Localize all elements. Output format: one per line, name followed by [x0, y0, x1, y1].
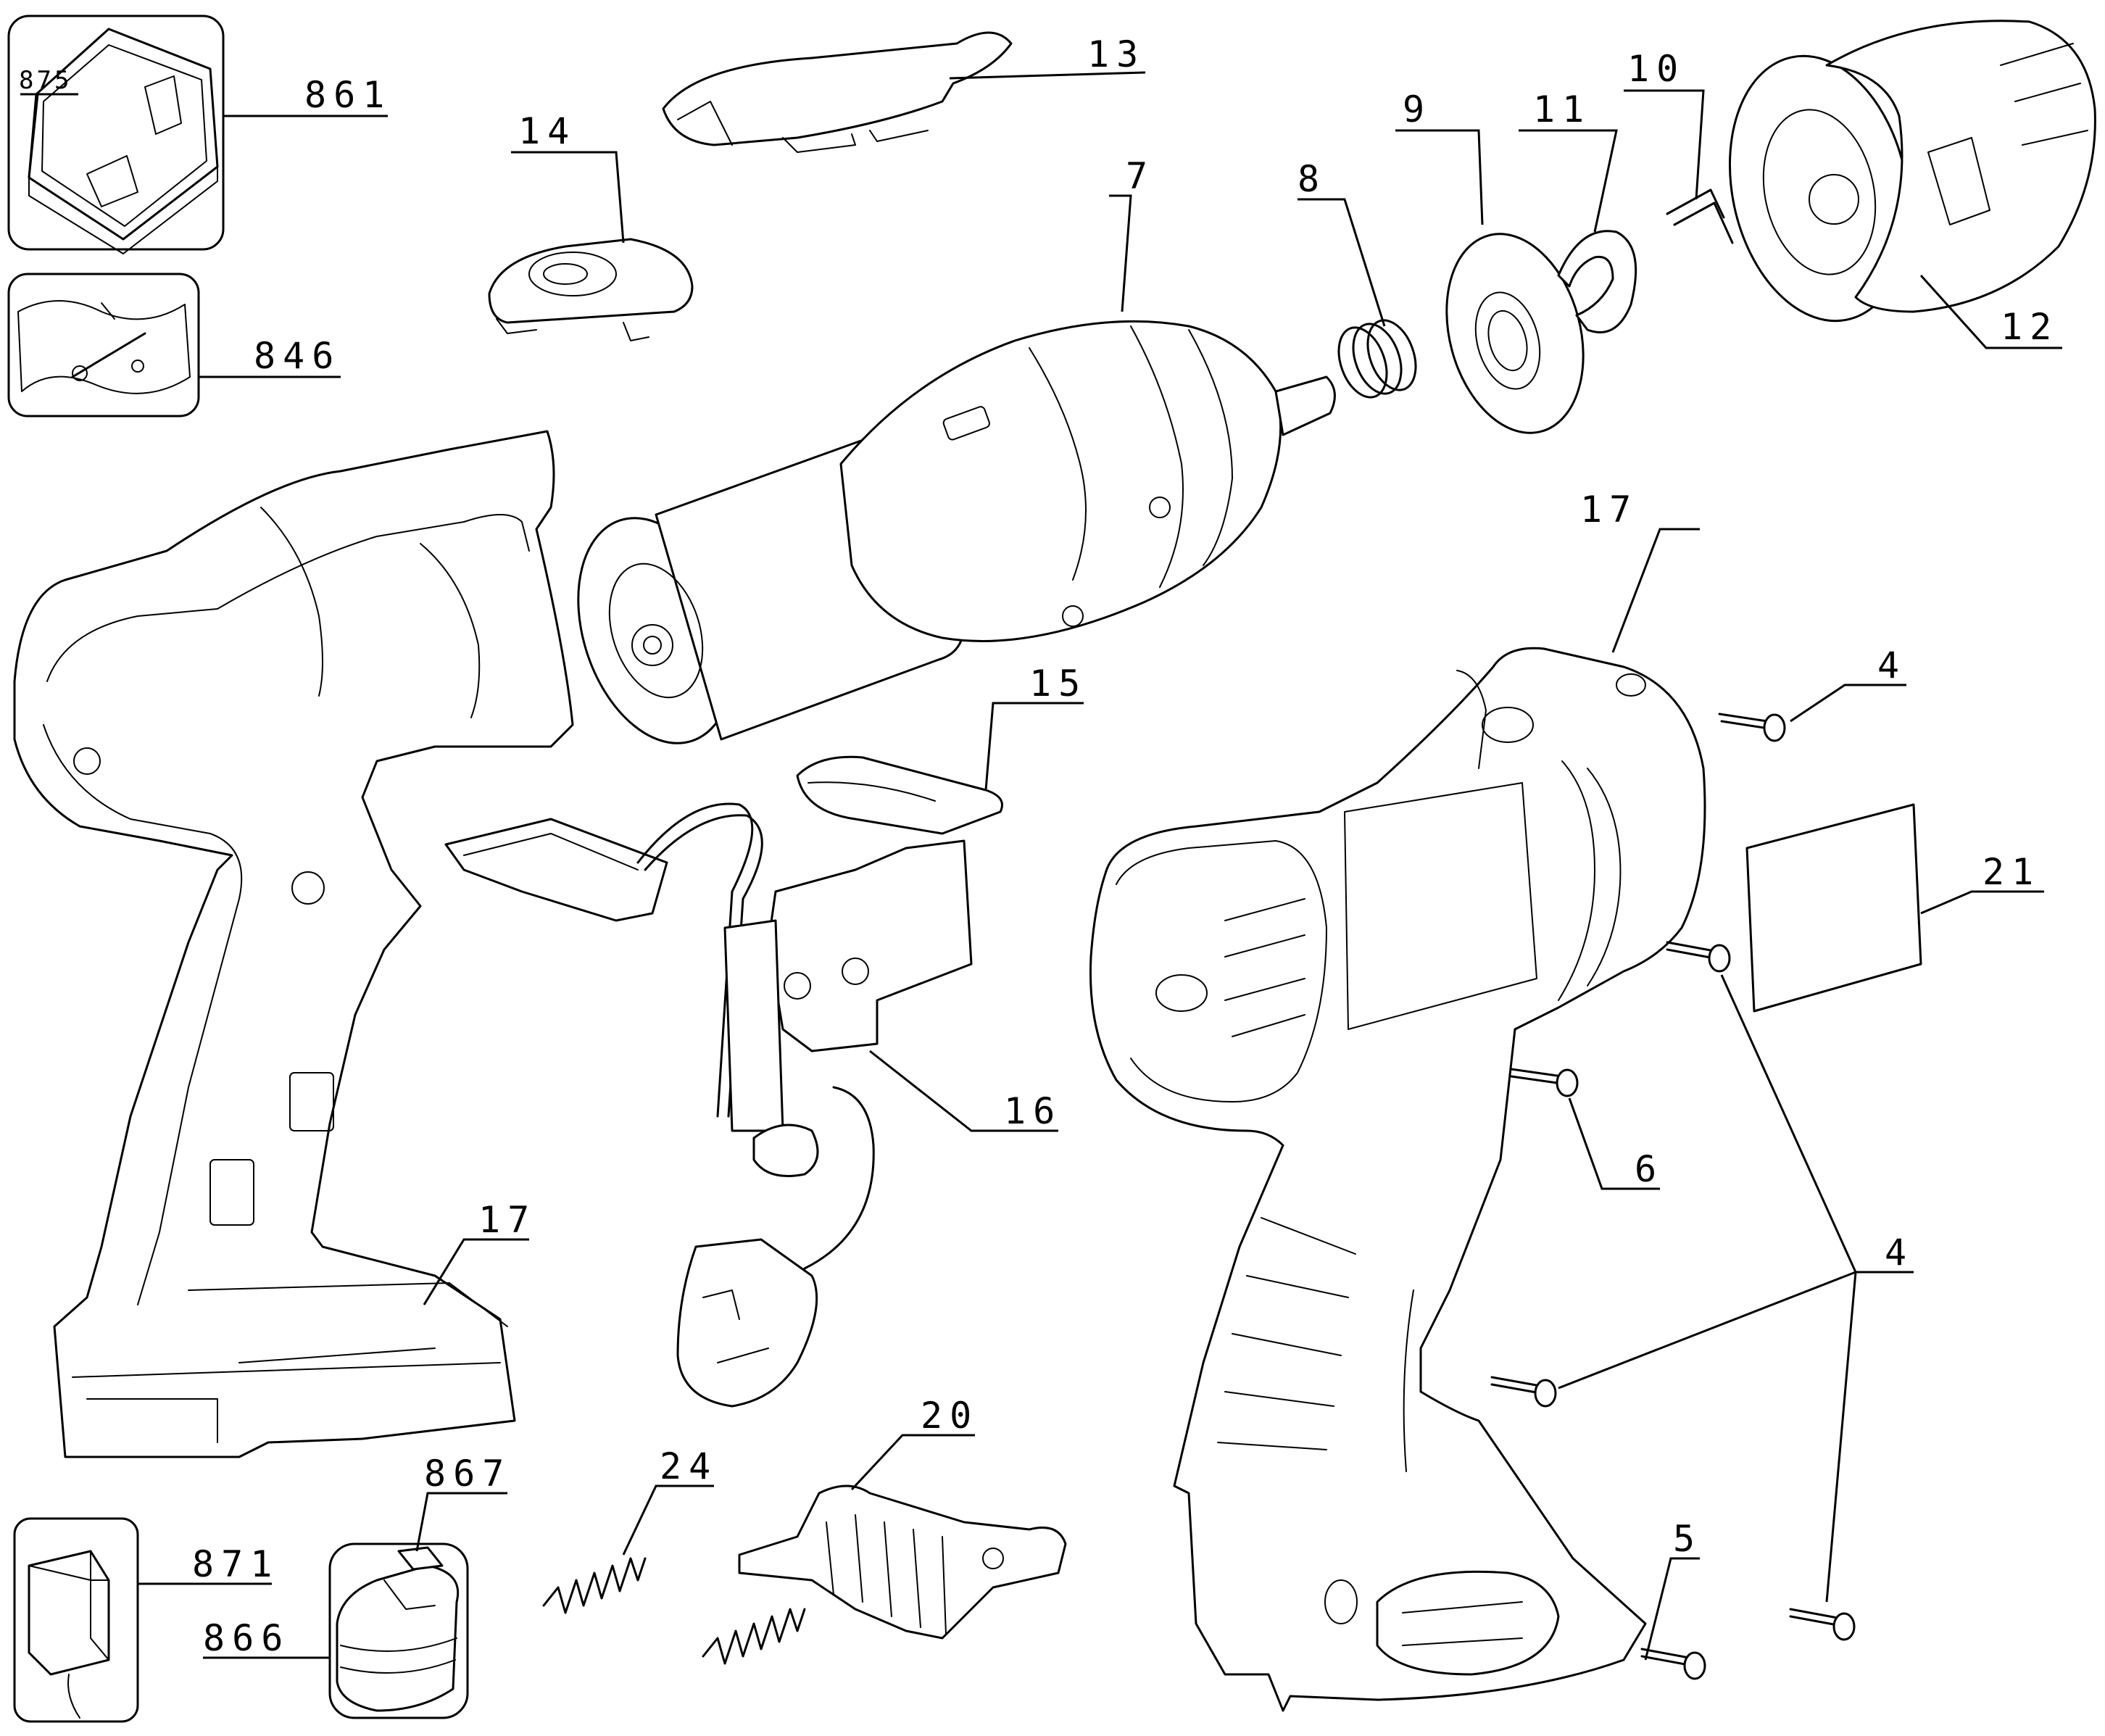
part-7-motor-gearbox: [577, 320, 1336, 744]
screw-4-bottom: [1789, 1608, 1856, 1641]
label-875: 875: [19, 66, 72, 95]
label-15: 15: [1029, 663, 1087, 705]
label-867: 867: [424, 1453, 511, 1495]
screw-5: [1640, 1648, 1706, 1680]
part-8-spring: [1337, 319, 1417, 399]
part-21-label-plate: [1745, 803, 1922, 1013]
label-861: 861: [304, 74, 391, 116]
label-866: 866: [203, 1617, 290, 1659]
screw-4-top: [1718, 713, 1786, 742]
part-10-staple-clip: [1666, 188, 1734, 244]
label-20: 20: [921, 1395, 979, 1437]
screw-4-mid: [1666, 941, 1731, 973]
part-20-terminal-block: [738, 1484, 1067, 1640]
part-14-mode-cap: [488, 238, 694, 341]
label-10: 10: [1627, 48, 1685, 90]
label-8: 8: [1298, 158, 1326, 200]
label-17-left: 17: [478, 1199, 536, 1241]
part-15-trigger: [796, 755, 1003, 835]
part-12-collar: [1728, 20, 2096, 323]
screw-6: [1510, 1068, 1579, 1097]
label-13: 13: [1087, 33, 1145, 75]
label-16: 16: [1004, 1090, 1062, 1132]
label-24: 24: [660, 1445, 718, 1487]
carry-case-inset: [7, 14, 225, 254]
part-11-clip-ring: [1557, 230, 1637, 333]
charger-inset: [13, 1517, 139, 1723]
screw-4-low: [1490, 1376, 1557, 1408]
label-846: 846: [254, 335, 341, 377]
part-17-right-housing: [1089, 647, 1706, 1712]
label-21: 21: [1982, 851, 2040, 893]
label-4-bottom: 4: [1885, 1232, 1914, 1274]
part-13-top-cover: [662, 31, 1013, 153]
part-24-springs: [542, 1557, 806, 1665]
label-17-right: 17: [1580, 489, 1638, 531]
label-7: 7: [1126, 155, 1155, 197]
label-4-top: 4: [1877, 644, 1906, 686]
label-14: 14: [518, 110, 576, 152]
label-871: 871: [192, 1543, 279, 1585]
part-17-left-housing: [13, 430, 574, 1458]
label-12: 12: [2001, 306, 2059, 348]
label-9: 9: [1403, 88, 1432, 130]
label-6: 6: [1635, 1148, 1664, 1190]
part-16-switch-assembly: [444, 802, 973, 1408]
label-11: 11: [1533, 88, 1591, 130]
hardware-kit-inset: [7, 273, 200, 418]
battery-pack-inset: [328, 1542, 469, 1719]
label-5: 5: [1673, 1518, 1702, 1560]
